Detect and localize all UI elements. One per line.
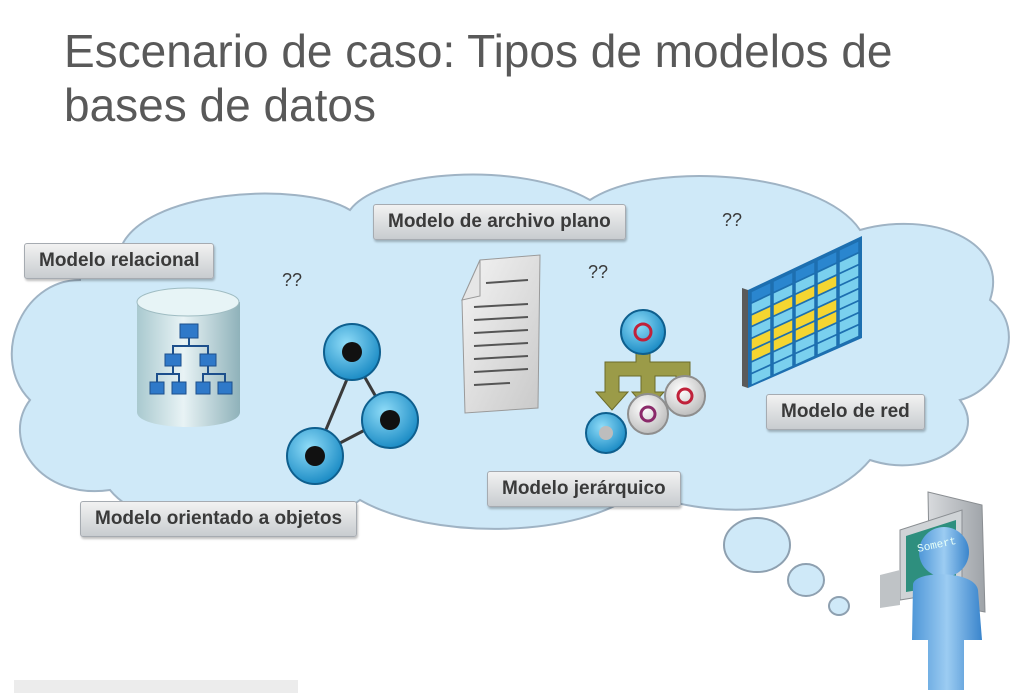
table-cell <box>773 284 793 304</box>
table-cell <box>817 252 837 271</box>
table-cell <box>773 332 793 351</box>
table-cell <box>751 295 771 314</box>
table-cell <box>817 299 837 319</box>
table-cell <box>817 311 837 331</box>
table-cell <box>839 325 859 345</box>
table-cell <box>773 308 793 328</box>
table-cell <box>795 322 815 341</box>
page-title: Escenario de caso: Tipos de modelos de b… <box>64 25 893 131</box>
document-icon <box>461 254 541 414</box>
question-marks-2: ?? <box>282 270 303 290</box>
table-cell <box>751 318 771 338</box>
table-cell <box>795 345 815 365</box>
table-cell <box>839 253 859 273</box>
label-relational-model: Modelo relacional <box>24 243 215 279</box>
table-cell <box>839 277 859 297</box>
table-grid-icon <box>742 236 862 388</box>
table-cell <box>839 241 859 261</box>
table-cell <box>751 283 771 302</box>
object-graph-icon <box>286 323 419 485</box>
table-cell <box>795 274 815 294</box>
label-network-model: Modelo de red <box>766 394 925 430</box>
table-cell <box>817 276 837 295</box>
user-at-computer-icon <box>880 491 986 690</box>
table-cell <box>795 286 815 305</box>
database-icon <box>136 287 240 427</box>
label-object-oriented-model: Modelo orientado a objetos <box>80 501 358 537</box>
footer-strip <box>14 680 298 693</box>
table-cell <box>839 301 859 321</box>
table-cell <box>795 298 815 317</box>
table-cell <box>751 342 771 361</box>
label-hierarchical-model: Modelo jerárquico <box>487 471 681 507</box>
table-cell <box>751 306 771 326</box>
label-flat-file-model: Modelo de archivo plano <box>373 204 626 240</box>
table-cell <box>839 313 859 333</box>
table-cell <box>817 335 837 355</box>
table-cell <box>773 344 793 363</box>
thought-bubbles <box>723 517 850 616</box>
question-marks-1: ?? <box>722 210 743 230</box>
table-cell <box>839 289 859 309</box>
question-marks-3: ?? <box>588 262 609 282</box>
table-cell <box>773 272 793 292</box>
hierarchy-icon <box>585 309 706 454</box>
table-cell <box>817 288 837 307</box>
table-cell <box>839 265 859 285</box>
table-cell <box>773 320 793 339</box>
table-cell <box>795 310 815 329</box>
table-cell <box>795 333 815 353</box>
table-cell <box>817 264 837 283</box>
table-cell <box>773 296 793 316</box>
table-cell <box>795 262 815 282</box>
table-cell <box>751 354 771 373</box>
table-cell <box>817 323 837 343</box>
table-cell <box>751 365 771 385</box>
table-cell <box>773 355 793 375</box>
table-cell <box>751 330 771 349</box>
